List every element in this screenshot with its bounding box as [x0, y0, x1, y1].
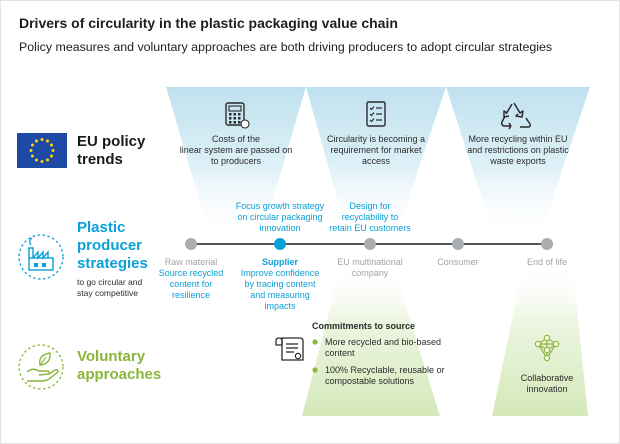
calculator-icon — [225, 102, 250, 129]
factory-icon — [18, 234, 64, 280]
supplier-upper-note: Focus growth strategy on circular packag… — [235, 201, 325, 233]
commitments-heading: Commitments to source — [312, 321, 416, 331]
eu-star — [46, 139, 49, 143]
stage-consumer: Consumer — [437, 257, 479, 267]
eu-company-upper-note: Design for recyclability to retain EU cu… — [329, 201, 411, 233]
eu-star — [50, 143, 54, 147]
hand-leaf-icon — [18, 344, 64, 390]
eu-star — [35, 158, 38, 162]
stage-dot-end-of-life — [541, 238, 553, 250]
producer-strategies-label: Plastic producer strategies — [77, 219, 148, 272]
eu-funnel-1 — [166, 87, 306, 236]
stage-dot-raw-material — [185, 238, 197, 250]
certificate-icon — [275, 337, 304, 361]
voluntary-approaches-label: Voluntary approaches — [77, 348, 162, 383]
commitment-bullet-1: More recycled and bio-based content — [325, 337, 442, 358]
network-icon — [534, 334, 560, 362]
eu-item-recycling: More recycling within EU and restriction… — [467, 134, 569, 166]
stage-end-of-life: End of life — [526, 257, 568, 267]
page-subtitle: Policy measures and voluntary approaches… — [19, 40, 553, 54]
stage-dot-supplier — [274, 238, 286, 250]
recycle-icon — [501, 102, 531, 130]
eu-star — [30, 154, 34, 158]
eu-funnel-3 — [446, 87, 590, 236]
eu-star — [46, 158, 49, 162]
stage-supplier: Supplier Improve confidence by tracing c… — [240, 257, 320, 311]
stage-dot-consumer — [452, 238, 464, 250]
eu-star — [50, 154, 54, 158]
eu-star — [35, 139, 38, 143]
page-title: Drivers of circularity in the plastic pa… — [19, 15, 398, 31]
stage-raw-material: Raw material Source recycled content for… — [158, 257, 224, 300]
eu-star — [51, 149, 55, 152]
producer-strategies-note: to go circular and stay competitive — [77, 277, 143, 298]
eu-star — [40, 160, 44, 163]
stage-eu-company: EU multinational company — [337, 257, 403, 278]
stage-dot-eu-company — [364, 238, 376, 250]
eu-flag-icon — [17, 133, 67, 168]
commitment-bullet-2: 100% Recyclable, reusable or compostable… — [325, 365, 445, 386]
eu-star — [29, 149, 33, 152]
bullet-dot — [312, 339, 318, 345]
collaborative-innovation: Collaborative innovation — [520, 373, 574, 394]
voluntary-funnel-2 — [492, 262, 588, 416]
eu-item-costs: Costs of the linear system are passed on… — [179, 134, 293, 166]
eu-item-circularity: Circularity is becoming a requirement fo… — [326, 134, 426, 166]
eu-star — [40, 138, 44, 141]
checklist-icon — [366, 101, 386, 127]
voluntary-funnel-1 — [302, 262, 440, 416]
eu-funnel-2 — [306, 87, 446, 236]
eu-policy-label: EU policy trends — [77, 133, 146, 168]
bullet-dot — [312, 367, 318, 373]
eu-star — [30, 143, 34, 147]
